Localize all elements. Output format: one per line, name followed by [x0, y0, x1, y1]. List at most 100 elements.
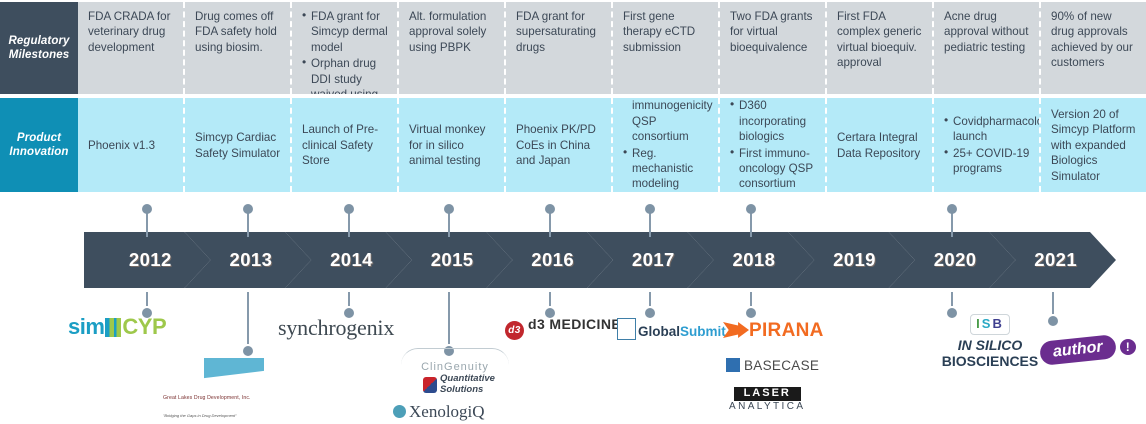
in-silico-text: IN SILICO — [957, 336, 1023, 353]
author-exclamation-icon: ! — [1119, 339, 1136, 355]
dot-down-2014 — [343, 308, 354, 318]
bullet-item: 25+ COVID-19 programs — [944, 145, 1030, 177]
analytica-text: ANALYTICA — [729, 400, 806, 412]
isb-letter-i: I — [976, 316, 982, 331]
regulatory-cell-2021: 90% of new drug approvals achieved by ou… — [1039, 2, 1146, 94]
laser-text: LASER — [733, 387, 801, 401]
logo-xenologiq: XenologiQ — [393, 402, 485, 422]
globalsubmit-text-b: Submit — [680, 324, 726, 339]
dot-down-2018 — [745, 308, 756, 318]
bullet-list: Covidpharmacology.com launch25+ COVID-19… — [944, 113, 1039, 178]
stem-down-2013 — [246, 292, 249, 344]
product-cell-2013: Simcyp Cardiac Safety Simulator — [183, 98, 290, 192]
regulatory-cell-2015: Alt. formulation approval solely using P… — [397, 2, 504, 94]
clingenuity-arc-icon — [401, 348, 509, 365]
regulatory-cell-2020: Acne drug approval without pediatric tes… — [932, 2, 1039, 94]
bullet-item: Covidpharmacology.com launch — [944, 113, 1039, 145]
great-lakes-line2: "Bridging the Gaps in Drug Development" — [163, 413, 237, 418]
cell-text: Two FDA grants for virtual bioequivalenc… — [730, 10, 813, 54]
year-label: 2020 — [933, 249, 977, 270]
cell-text: 90% of new drug approvals achieved by ou… — [1051, 10, 1133, 70]
bullet-list: First immunogenicity QSP consortiumReg. … — [623, 98, 713, 193]
isb-letter-b: B — [992, 316, 1004, 331]
qs-line1: Quantitative — [440, 373, 495, 384]
dot-up-2018 — [745, 204, 756, 214]
isb-badge-icon: ISB — [970, 314, 1010, 335]
product-cell-2012: Phoenix v1.3 — [78, 98, 183, 192]
cell-text: FDA grant for supersaturating drugs — [516, 10, 596, 54]
stem-up-2015 — [448, 209, 451, 237]
stem-down-2015 — [448, 292, 451, 344]
stem-up-2017 — [649, 209, 652, 237]
biosciences-text: BIOSCIENCES — [941, 353, 1039, 370]
year-label: 2014 — [330, 249, 373, 270]
logo-author: author! — [1038, 334, 1136, 366]
bullet-list: D360 incorporating biologicsFirst immuno… — [730, 98, 816, 192]
timeline-chevron-2017[interactable]: 2017 — [587, 232, 714, 288]
stem-down-2018 — [749, 292, 752, 306]
great-lakes-text: Great Lakes Drug Development, Inc. "Brid… — [163, 386, 308, 422]
cell-text: Simcyp Cardiac Safety Simulator — [195, 131, 281, 160]
bullet-item: First immunogenicity QSP consortium — [623, 98, 713, 145]
regulatory-cell-2019: First FDA complex generic virtual bioequ… — [825, 2, 932, 94]
dot-up-2013 — [242, 204, 253, 214]
stem-up-2013 — [246, 209, 249, 237]
cell-text: Launch of Pre-clinical Safety Store — [302, 123, 379, 168]
pirana-text: PIRANA — [749, 320, 824, 341]
stem-down-2014 — [347, 292, 350, 306]
simcyp-figure-icon — [105, 318, 122, 337]
regulatory-cell-2013: Drug comes off FDA safety hold using bio… — [183, 2, 290, 94]
dot-up-2020 — [947, 204, 958, 214]
bullet-item: Orphan drug DDI study waived using biosi… — [302, 55, 388, 94]
stem-down-2017 — [649, 292, 652, 306]
synchrogenix-text: synchrogenix — [278, 315, 395, 340]
stem-up-2014 — [347, 209, 350, 237]
year-label: 2013 — [229, 249, 273, 270]
product-cell-2015: Virtual monkey for in silico animal test… — [397, 98, 504, 192]
logo-great-lakes-drug-development: Great Lakes Drug Development, Inc. "Brid… — [160, 358, 308, 422]
product-innovation-label: Product Innovation — [0, 98, 78, 192]
regulatory-cell-2016: FDA grant for supersaturating drugs — [504, 2, 611, 94]
cell-text: Certara Integral Data Repository — [837, 131, 921, 160]
dot-up-2012 — [142, 204, 153, 214]
great-lakes-bridge-icon — [204, 358, 264, 379]
dot-down-2017 — [645, 308, 656, 318]
cell-text: Phoenix v1.3 — [88, 138, 156, 152]
qs-line2: Solutions — [440, 383, 484, 395]
simcyp-text-b: CYP — [122, 314, 167, 339]
basecase-text: BASECASE — [744, 358, 820, 373]
bullet-item: Reg. mechanistic modeling workshops — [623, 145, 709, 193]
year-label: 2015 — [430, 249, 474, 270]
product-cell-2020: Covidpharmacology.com launch25+ COVID-19… — [932, 98, 1039, 192]
cell-text: First gene therapy eCTD submission — [623, 10, 696, 54]
dot-up-2015 — [444, 204, 455, 214]
cell-text: Phoenix PK/PD CoEs in China and Japan — [516, 123, 596, 168]
logo-pirana: PIRANA — [723, 320, 824, 342]
stem-down-2016 — [548, 292, 551, 306]
logo-basecase: BASECASE — [726, 358, 819, 373]
timeline-chevron-2012[interactable]: 2012 — [84, 232, 211, 288]
basecase-chart-icon — [726, 358, 740, 372]
dot-down-2013 — [242, 346, 253, 356]
logo-laser-analytica: LASER ANALYTICA — [729, 384, 805, 412]
stem-down-2012 — [146, 292, 149, 306]
regulatory-cell-2017: First gene therapy eCTD submission — [611, 2, 718, 94]
milestones-table: Regulatory Milestones FDA CRADA for vete… — [0, 2, 1146, 192]
product-innovation-row: Product Innovation Phoenix v1.3 Simcyp Ca… — [0, 98, 1146, 192]
logo-synchrogenix: synchrogenix — [278, 315, 394, 341]
bullet-item: FDA grant for Simcyp dermal model — [302, 8, 388, 55]
product-cell-2021: Version 20 of Simcyp Platform with expan… — [1039, 98, 1146, 192]
cell-text: Alt. formulation approval solely using P… — [409, 10, 487, 54]
stem-down-2020 — [951, 292, 954, 306]
d3-medicine-text: d3 MEDICINE — [528, 316, 622, 332]
cell-text: Version 20 of Simcyp Platform with expan… — [1051, 107, 1136, 183]
xenologiq-circle-icon — [393, 405, 406, 418]
year-label: 2012 — [128, 249, 172, 270]
product-cell-2016: Phoenix PK/PD CoEs in China and Japan — [504, 98, 611, 192]
stem-up-2012 — [146, 209, 149, 237]
